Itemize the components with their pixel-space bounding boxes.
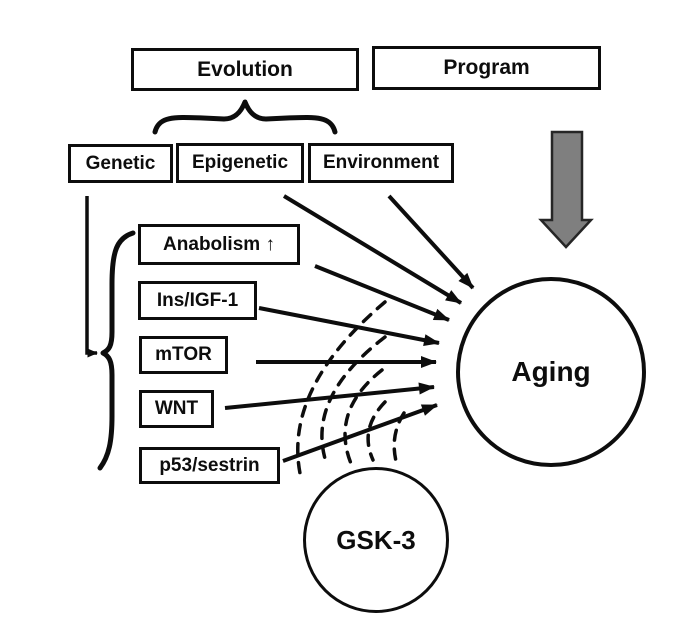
- box-p53-sestrin: p53/sestrin: [139, 447, 280, 484]
- box-mtor-label: mTOR: [155, 344, 212, 365]
- arrow-environment-to-aging: [387, 194, 475, 290]
- gsk3-label: GSK-3: [336, 524, 416, 555]
- box-environment: Environment: [308, 143, 454, 183]
- inhibition-arc-3: [343, 368, 384, 468]
- aging-circle: Aging: [456, 277, 646, 467]
- box-program-label: Program: [443, 56, 530, 79]
- box-program: Program: [372, 46, 601, 90]
- box-anabolism: Anabolism ↑: [138, 224, 300, 265]
- box-wnt: WNT: [139, 390, 214, 428]
- box-evolution-label: Evolution: [197, 57, 293, 81]
- pathway-group-brace: [97, 230, 136, 471]
- box-environment-label: Environment: [322, 152, 440, 173]
- program-down-arrow-outline: [538, 130, 594, 249]
- box-ins-igf1: Ins/IGF-1: [138, 281, 257, 320]
- arrow-epigenetic-to-aging: [282, 194, 463, 305]
- box-genetic-label: Genetic: [85, 152, 156, 174]
- inhibition-arc-2: [320, 335, 387, 467]
- box-epigenetic-label: Epigenetic: [191, 152, 289, 173]
- inhibition-arc-1: [296, 300, 387, 480]
- box-genetic: Genetic: [68, 144, 173, 183]
- box-wnt-label: WNT: [154, 398, 199, 419]
- arrow-anabolism-to-aging: [314, 264, 450, 322]
- program-down-arrow: [541, 132, 591, 247]
- box-evolution: Evolution: [131, 48, 359, 91]
- box-ins-igf1-label: Ins/IGF-1: [156, 289, 239, 311]
- gsk3-inhibition-arcs: [296, 300, 406, 480]
- box-epigenetic: Epigenetic: [176, 143, 304, 183]
- arrow-p53-sestrin-to-aging: [282, 403, 438, 463]
- aging-label: Aging: [511, 356, 591, 387]
- inhibition-arc-4: [366, 400, 387, 462]
- box-anabolism-label: Anabolism ↑: [163, 233, 275, 255]
- inhibition-arc-5: [392, 411, 406, 463]
- arrow-genetic-to-pathways: [85, 196, 98, 358]
- evolution-brace: [152, 99, 338, 135]
- box-p53-sestrin-label: p53/sestrin: [159, 454, 260, 476]
- arrow-ins-igf1-to-aging: [258, 306, 440, 347]
- gsk3-circle: GSK-3: [303, 467, 449, 613]
- box-mtor: mTOR: [139, 336, 228, 374]
